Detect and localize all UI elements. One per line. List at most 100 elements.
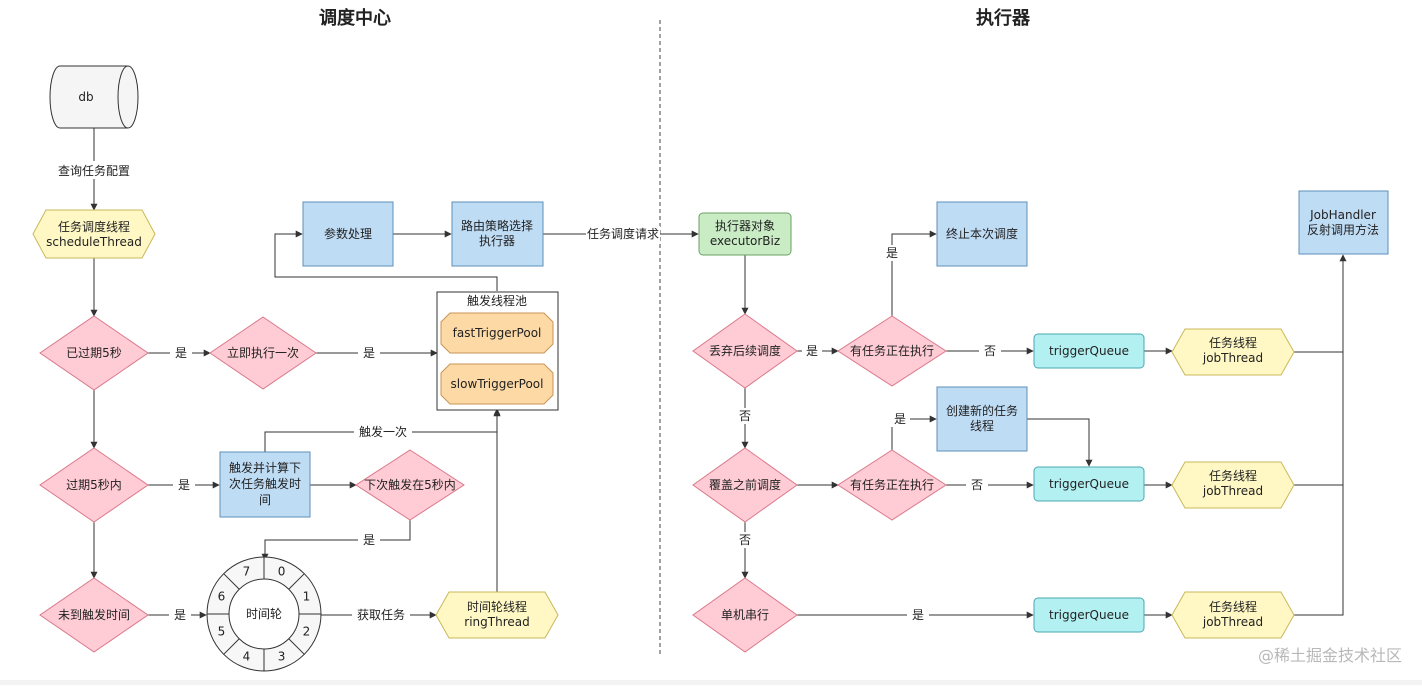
decision-trigger-once-now[interactable]: 立即执行一次: [209, 316, 317, 390]
route-strategy-label-1: 路由策略选择: [461, 218, 533, 233]
trigger-queue-label: triggerQueue: [1049, 344, 1129, 358]
trigger-queue-node[interactable]: triggerQueue: [1033, 333, 1145, 369]
edges-left: [90, 128, 699, 619]
param-process-label: 参数处理: [324, 226, 372, 241]
slow-trigger-pool-node[interactable]: slowTriggerPool: [440, 363, 554, 405]
job-handler-node[interactable]: JobHandler 反射调用方法: [1298, 190, 1389, 255]
ring-thread-label-1: 时间轮线程: [467, 599, 527, 614]
trigger-queue-node[interactable]: triggerQueue: [1033, 466, 1145, 502]
schedule-thread-node[interactable]: 任务调度线程 scheduleThread: [32, 209, 156, 259]
time-wheel-spoke: [223, 573, 240, 590]
decision-label: 有任务正在执行: [850, 477, 934, 492]
bottom-bar: [0, 680, 1422, 685]
decision-label: 未到触发时间: [58, 607, 130, 622]
edge-label-no: 否: [971, 478, 983, 492]
decision-cover-early[interactable]: 覆盖之前调度: [692, 447, 798, 523]
job-thread-label-1: 任务线程: [1209, 335, 1257, 350]
edge-label-no: 否: [739, 409, 751, 423]
param-process-node[interactable]: 参数处理: [302, 201, 394, 267]
decision-expired-5s[interactable]: 已过期5秒: [39, 315, 149, 391]
time-wheel-label: 时间轮: [246, 607, 282, 621]
edge-label-yes: 是: [806, 344, 818, 358]
decision-label: 已过期5秒: [66, 346, 122, 360]
job-handler-label-2: 反射调用方法: [1307, 222, 1379, 237]
edge-labels: 查询任务配置 是 是 是 触发一次 是 是 获取任务 任务调度请求 是 是 否 …: [56, 161, 1001, 623]
time-wheel-tick-label: 2: [303, 625, 311, 639]
fast-trigger-pool-label: fastTriggerPool: [453, 326, 542, 340]
ring-thread-node[interactable]: 时间轮线程 ringThread: [435, 591, 559, 639]
decision-label: 丢弃后续调度: [709, 343, 781, 358]
scheduler-section-title: 调度中心: [319, 7, 391, 29]
edge-label-yes: 是: [175, 346, 187, 360]
time-wheel-tick-label: 3: [278, 649, 286, 663]
edge-label-yes: 是: [886, 246, 898, 260]
watermark: @稀土掘金技术社区: [1258, 646, 1402, 665]
create-thread-label-1: 创建新的任务: [946, 403, 1018, 418]
decision-label: 过期5秒内: [66, 478, 122, 492]
decision-label: 有任务正在执行: [850, 343, 934, 358]
executor-biz-node[interactable]: 执行器对象 executorBiz: [698, 212, 792, 256]
edge-label-yes: 是: [912, 608, 924, 622]
trigger-queue-node[interactable]: triggerQueue: [1033, 597, 1145, 633]
job-thread-node[interactable]: 任务线程 jobThread: [1171, 591, 1295, 639]
schedule-thread-label-2: scheduleThread: [46, 235, 142, 249]
edge-label-query-config: 查询任务配置: [58, 163, 130, 178]
decision-label: 立即执行一次: [227, 345, 299, 360]
decision-not-reached[interactable]: 未到触发时间: [39, 577, 149, 653]
job-thread-label-2: jobThread: [1202, 484, 1263, 498]
db-node[interactable]: db: [49, 65, 139, 129]
edge-label-yes: 是: [178, 478, 190, 492]
create-thread-node[interactable]: 创建新的任务 线程: [936, 386, 1028, 452]
executor-biz-label-2: executorBiz: [710, 234, 780, 248]
slow-trigger-pool-label: slowTriggerPool: [451, 377, 544, 391]
ring-thread-label-2: ringThread: [464, 615, 529, 629]
route-strategy-node[interactable]: 路由策略选择 执行器: [451, 201, 544, 267]
decision-running-2[interactable]: 有任务正在执行: [837, 449, 947, 521]
time-wheel-spoke: [223, 638, 240, 655]
time-wheel-tick-label: 7: [243, 565, 251, 579]
stop-schedule-node[interactable]: 终止本次调度: [936, 201, 1028, 267]
time-wheel-tick-label: 1: [303, 589, 311, 603]
time-wheel-tick-label: 5: [218, 625, 226, 639]
decision-within-5s[interactable]: 过期5秒内: [39, 447, 149, 523]
trigger-compute-label-3: 间: [259, 493, 271, 507]
trigger-compute-label-2: 次任务触发时: [229, 476, 301, 491]
trigger-compute-label-1: 触发并计算下: [229, 460, 301, 475]
job-thread-label-1: 任务线程: [1209, 468, 1257, 483]
job-thread-label-2: jobThread: [1202, 351, 1263, 365]
schedule-thread-label-1: 任务调度线程: [58, 219, 130, 234]
time-wheel-tick-label: 6: [218, 589, 226, 603]
time-wheel-spoke: [288, 638, 305, 655]
decision-label: 覆盖之前调度: [709, 477, 781, 492]
decision-label: 单机串行: [721, 608, 769, 622]
edge-label-get-task: 获取任务: [357, 607, 405, 622]
time-wheel-tick-label: 0: [278, 565, 286, 579]
job-thread-node[interactable]: 任务线程 jobThread: [1171, 328, 1295, 376]
trigger-queue-label: triggerQueue: [1049, 477, 1129, 491]
edge-label-yes: 是: [174, 608, 186, 622]
executor-section-title: 执行器: [976, 7, 1031, 29]
create-thread-label-2: 线程: [970, 418, 994, 433]
stop-schedule-label: 终止本次调度: [946, 226, 1018, 241]
decision-discard-later[interactable]: 丢弃后续调度: [692, 313, 798, 389]
decision-serial[interactable]: 单机串行: [692, 577, 798, 653]
trigger-compute-node[interactable]: 触发并计算下 次任务触发时 间: [219, 451, 311, 518]
job-thread-label-1: 任务线程: [1209, 599, 1257, 614]
edge-label-no: 否: [984, 344, 996, 358]
fast-trigger-pool-node[interactable]: fastTriggerPool: [440, 312, 554, 354]
edge-label-yes: 是: [363, 533, 375, 547]
route-strategy-label-2: 执行器: [479, 234, 515, 248]
job-thread-label-2: jobThread: [1202, 615, 1263, 629]
job-thread-node[interactable]: 任务线程 jobThread: [1171, 461, 1295, 509]
edge-label-yes: 是: [363, 346, 375, 360]
time-wheel-spoke: [288, 573, 305, 590]
decision-next-within-5s[interactable]: 下次触发在5秒内: [355, 449, 465, 521]
time-wheel-tick-label: 4: [243, 649, 251, 663]
decision-running-1[interactable]: 有任务正在执行: [837, 315, 947, 387]
edge-label-no: 否: [739, 533, 751, 547]
time-wheel-node[interactable]: 0 1 2 3 4 5 6 7 时间轮: [206, 556, 322, 672]
decision-label: 下次触发在5秒内: [364, 477, 456, 492]
executor-biz-label-1: 执行器对象: [715, 219, 775, 233]
